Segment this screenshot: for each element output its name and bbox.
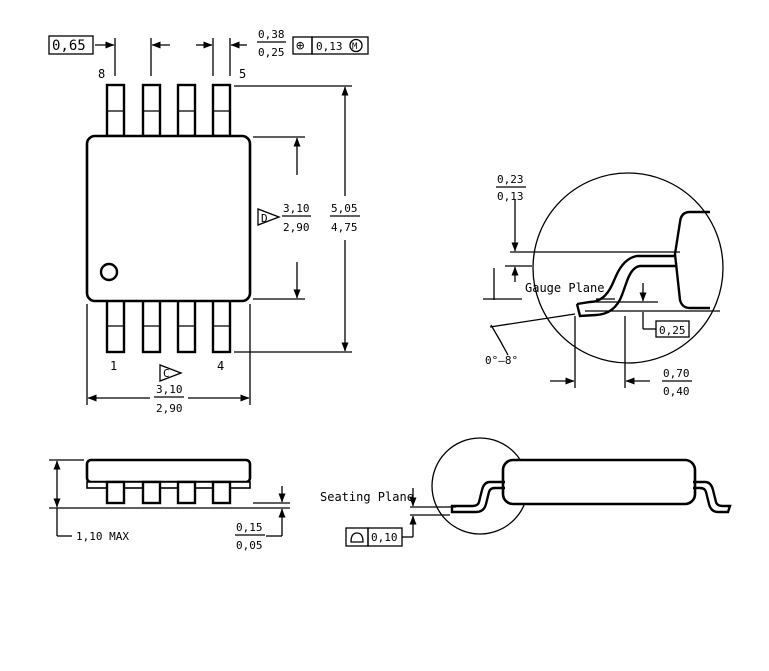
body-length-dimension: C 3,10 2,90 xyxy=(86,304,251,415)
pin1-marker xyxy=(99,262,119,282)
svg-text:0,13: 0,13 xyxy=(497,190,524,203)
svg-text:0,25: 0,25 xyxy=(258,46,285,59)
seating-plane-label: Seating Plane xyxy=(320,490,414,504)
pin-label-1: 1 xyxy=(110,359,117,373)
svg-text:3,10: 3,10 xyxy=(283,202,310,215)
top-view: 8 5 1 4 0,65 0,38 0,25 ⊕ 0,13 xyxy=(48,28,369,415)
lead-width-dimension: 0,38 0,25 xyxy=(196,28,286,76)
detail-body-edge xyxy=(673,210,710,310)
svg-text:0,23: 0,23 xyxy=(497,173,524,186)
svg-text:4,75: 4,75 xyxy=(331,221,358,234)
svg-text:1,10 MAX: 1,10 MAX xyxy=(76,530,129,543)
svg-text:D: D xyxy=(261,212,268,225)
svg-text:0,38: 0,38 xyxy=(258,28,285,41)
svg-text:0,15: 0,15 xyxy=(236,521,263,534)
position-tolerance-frame: ⊕ 0,13 M xyxy=(292,36,369,55)
body-width-dimension: D 3,10 2,90 xyxy=(253,136,311,300)
gauge-plane-label: Gauge Plane xyxy=(525,281,604,295)
overall-length-dimension: 5,05 4,75 xyxy=(234,85,360,353)
svg-text:⊕: ⊕ xyxy=(296,38,305,54)
svg-text:M: M xyxy=(352,42,358,52)
svg-text:0,65: 0,65 xyxy=(52,38,86,54)
pin-label-4: 4 xyxy=(217,359,224,373)
pin-label-5: 5 xyxy=(239,67,246,81)
seating-body xyxy=(501,458,697,506)
svg-text:0°–8°: 0°–8° xyxy=(485,354,518,367)
svg-text:0,70: 0,70 xyxy=(663,367,690,380)
side-body xyxy=(85,458,252,484)
svg-text:C: C xyxy=(163,367,170,380)
svg-text:3,10: 3,10 xyxy=(156,383,183,396)
svg-text:0,25: 0,25 xyxy=(659,324,686,337)
lead-detail-view: 0,23 0,13 Gauge Plane 0,25 0°–8° 0,70 0,… xyxy=(483,172,724,398)
svg-text:0,13: 0,13 xyxy=(316,40,343,53)
svg-text:0,10: 0,10 xyxy=(371,531,398,544)
coplanarity-frame xyxy=(345,527,369,547)
package-body xyxy=(85,134,252,303)
svg-text:0,40: 0,40 xyxy=(663,385,690,398)
pitch-dimension: 0,65 xyxy=(48,35,170,76)
seating-plane-view: Seating Plane 0,10 xyxy=(320,437,732,547)
side-view: 1,10 MAX 0,15 0,05 xyxy=(49,458,290,552)
pin-label-8: 8 xyxy=(98,67,105,81)
svg-text:0,05: 0,05 xyxy=(236,539,263,552)
svg-text:2,90: 2,90 xyxy=(283,221,310,234)
svg-text:2,90: 2,90 xyxy=(156,402,183,415)
detail-circle xyxy=(532,172,724,364)
svg-text:5,05: 5,05 xyxy=(331,202,358,215)
